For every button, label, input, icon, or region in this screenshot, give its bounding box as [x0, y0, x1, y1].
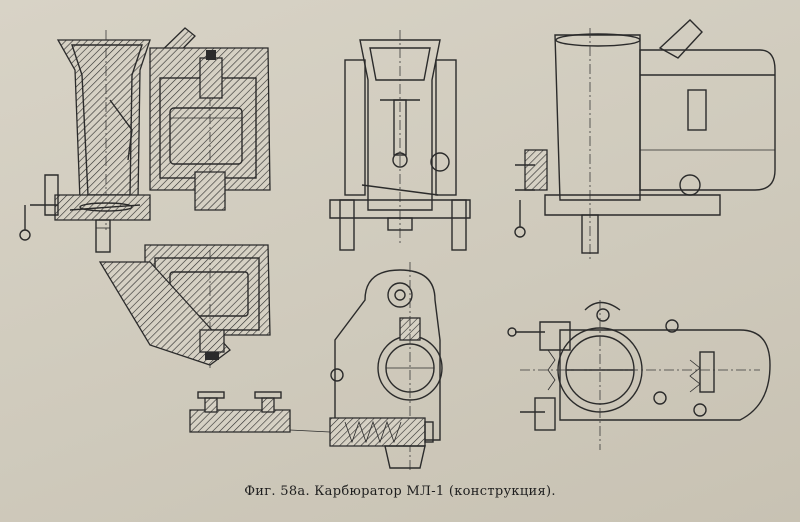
front-elevation-view [329, 30, 471, 251]
plan-view-with-jet [189, 262, 443, 470]
float-chamber-section [98, 244, 271, 370]
side-section-view [19, 27, 271, 253]
figure-caption: Фиг. 58а. Карбюратор МЛ-1 (конструкция). [244, 484, 556, 499]
bottom-view [507, 300, 771, 450]
side-elevation-view [514, 19, 776, 260]
